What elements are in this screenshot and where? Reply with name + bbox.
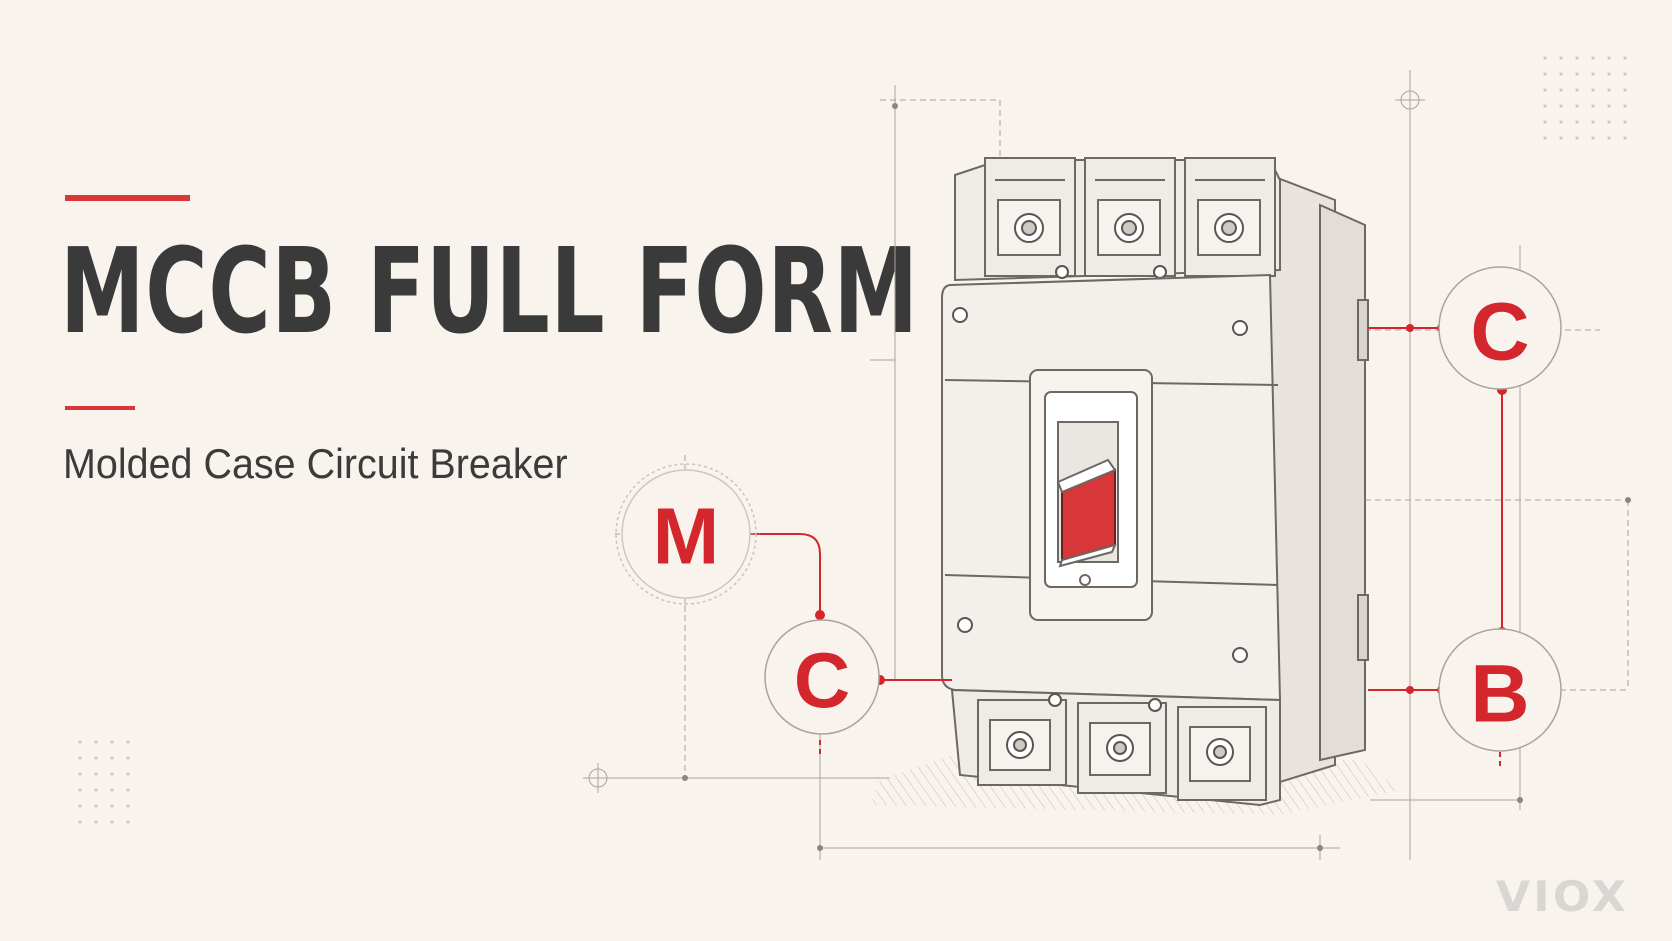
grid-dot: [1623, 104, 1627, 108]
grid-dot: [1575, 120, 1579, 124]
grid-dot: [1559, 136, 1563, 140]
grid-dot: [1575, 56, 1579, 60]
letter-b: B: [1470, 649, 1529, 740]
callout-c-left: C: [764, 619, 880, 758]
grid-dot: [1575, 72, 1579, 76]
grid-dot: [1623, 72, 1627, 76]
grid-dot: [110, 756, 114, 760]
callout-connectors: [740, 327, 1503, 691]
grid-dot: [1559, 88, 1563, 92]
grid-dot: [1623, 88, 1627, 92]
grid-dot: [1591, 120, 1595, 124]
grid-dot: [1543, 136, 1547, 140]
grid-dot: [1623, 136, 1627, 140]
grid-dot: [1559, 120, 1563, 124]
grid-dot: [1575, 104, 1579, 108]
grid-dot: [126, 756, 130, 760]
brand-logo: VIOX: [1496, 872, 1630, 921]
top-terminal-screws: [1014, 213, 1244, 279]
grid-dot: [126, 772, 130, 776]
grid-dot: [1543, 72, 1547, 76]
grid-dot: [1559, 72, 1563, 76]
grid-dot: [1607, 88, 1611, 92]
grid-dot: [1543, 56, 1547, 60]
breaker-side: [1269, 173, 1369, 787]
bottom-terminal-screws: [1006, 693, 1234, 766]
dot-grid-top-right: [1543, 56, 1627, 140]
grid-dot: [1543, 120, 1547, 124]
grid-dot: [110, 820, 114, 824]
grid-dot: [1591, 72, 1595, 76]
grid-dot: [78, 756, 82, 760]
page-title: MCCB FULL FORM: [60, 222, 919, 360]
grid-dot: [1575, 88, 1579, 92]
grid-dot: [1591, 104, 1595, 108]
grid-dot: [94, 740, 98, 744]
page-subtitle: Molded Case Circuit Breaker: [63, 440, 568, 487]
grid-dot: [1623, 56, 1627, 60]
callout-b: B: [1438, 628, 1562, 770]
grid-dot: [78, 788, 82, 792]
grid-dot: [94, 804, 98, 808]
letter-c-right: C: [1470, 287, 1529, 378]
grid-dot: [94, 756, 98, 760]
grid-dot: [110, 740, 114, 744]
grid-dot: [1559, 56, 1563, 60]
grid-dot: [78, 820, 82, 824]
grid-dot: [94, 772, 98, 776]
grid-dot: [1591, 56, 1595, 60]
grid-dot: [110, 772, 114, 776]
grid-dot: [1607, 56, 1611, 60]
grid-dot: [126, 820, 130, 824]
grid-dot: [1607, 72, 1611, 76]
grid-dot: [78, 772, 82, 776]
toggle-lever[interactable]: [1056, 458, 1117, 568]
grid-dot: [94, 820, 98, 824]
grid-dot: [126, 788, 130, 792]
grid-dot: [110, 804, 114, 808]
accent-bar-top: [65, 195, 190, 201]
grid-dot: [1607, 104, 1611, 108]
grid-dot: [1543, 104, 1547, 108]
grid-dot: [1559, 104, 1563, 108]
construction-dots: [682, 103, 1631, 851]
grid-dot: [1591, 136, 1595, 140]
grid-dot: [1607, 136, 1611, 140]
letter-c-left: C: [794, 636, 850, 724]
letter-m: M: [653, 492, 720, 581]
accent-bar-divider: [65, 406, 135, 410]
callout-m: M: [615, 455, 760, 612]
face-screws: [952, 307, 1248, 663]
grid-dot: [126, 804, 130, 808]
grid-dot: [110, 788, 114, 792]
grid-dot: [78, 740, 82, 744]
grid-dot: [1607, 120, 1611, 124]
grid-dot: [1575, 136, 1579, 140]
grid-dot: [1543, 88, 1547, 92]
callout-c-right: C: [1438, 266, 1562, 390]
grid-dot: [78, 804, 82, 808]
grid-dot: [1623, 120, 1627, 124]
dot-grid-bottom-left: [78, 740, 130, 824]
top-terminals: [954, 157, 1281, 282]
grid-dot: [1591, 88, 1595, 92]
grid-dot: [94, 788, 98, 792]
grid-dot: [126, 740, 130, 744]
